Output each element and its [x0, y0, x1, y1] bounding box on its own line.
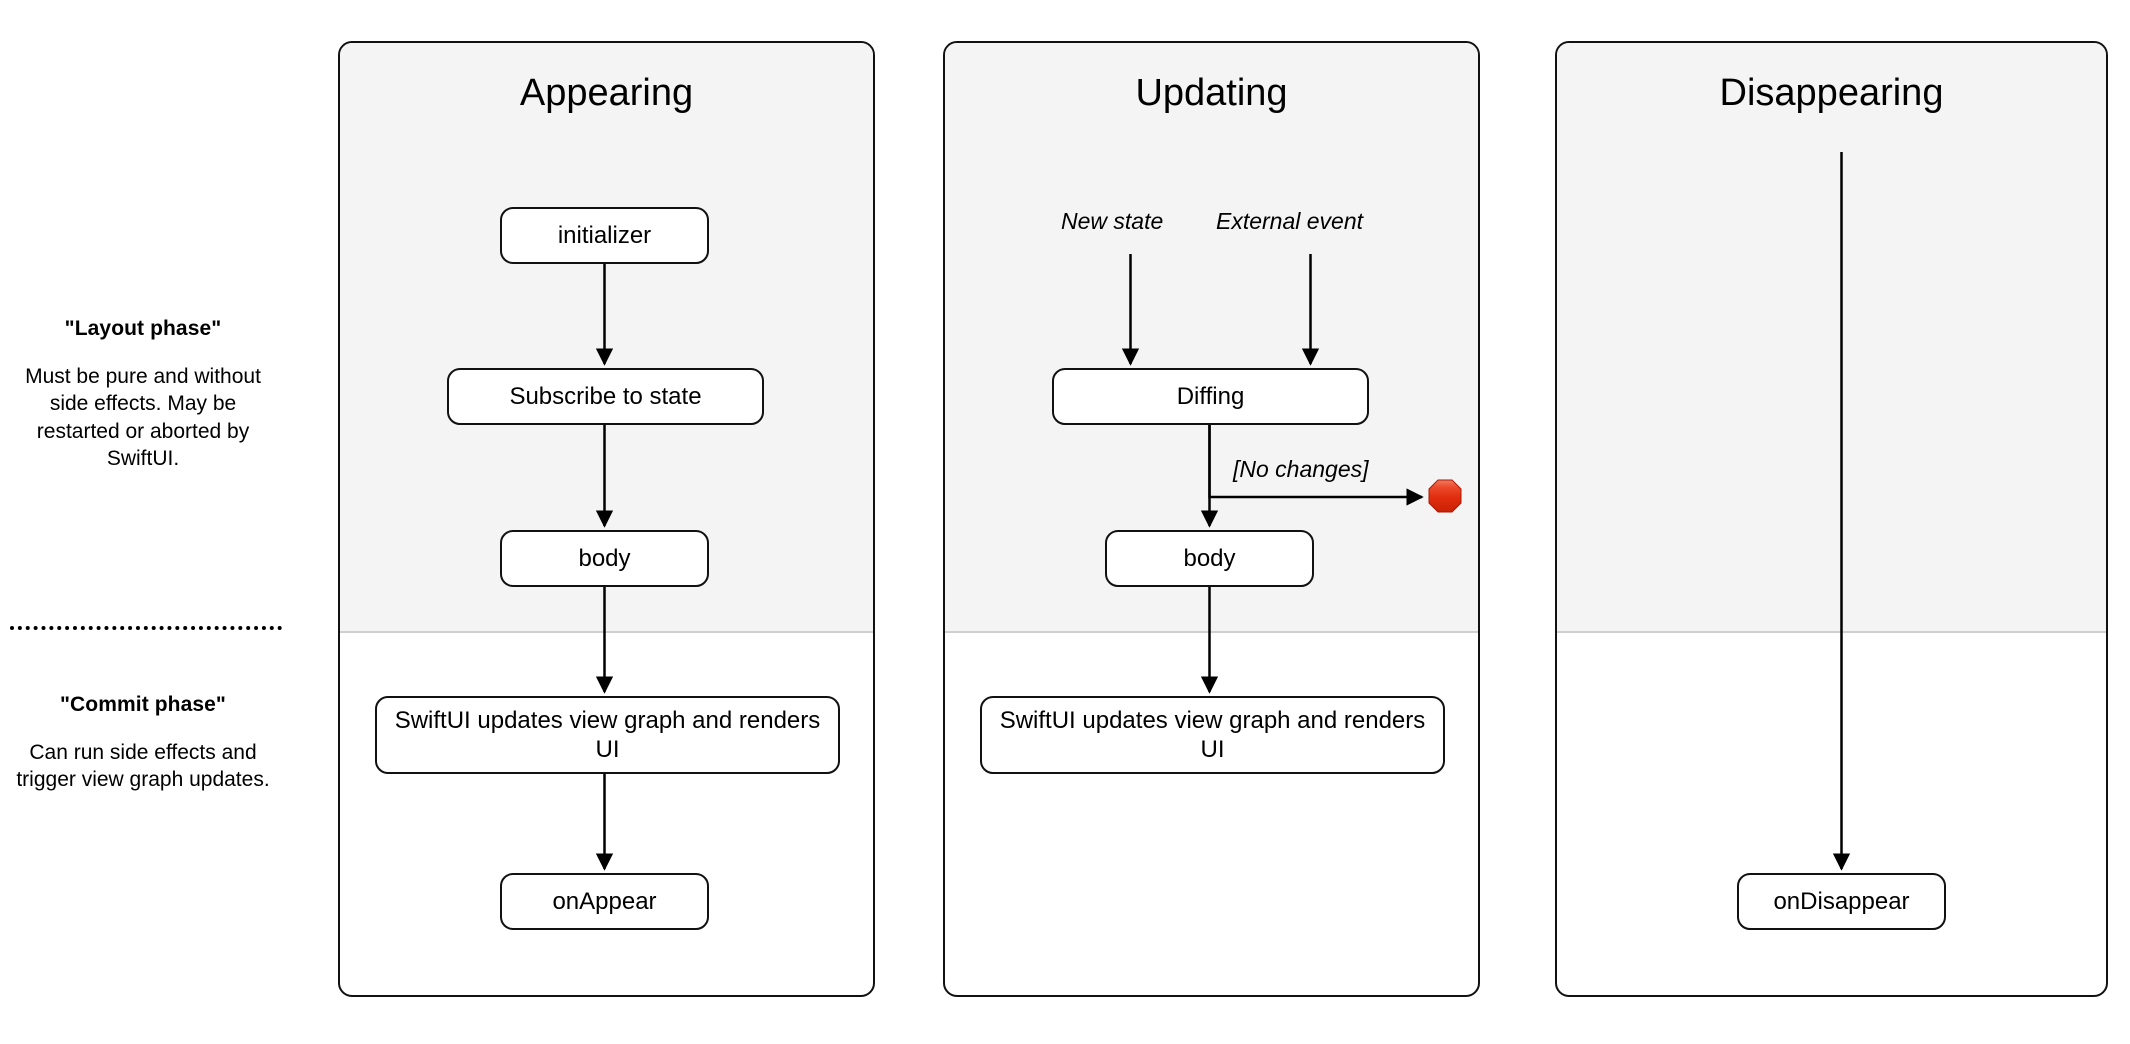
edge-label-no-changes: [No changes] — [1233, 456, 1369, 482]
legend-layout-phase-title: "Layout phase" — [64, 317, 222, 340]
column-updating: Updating — [943, 41, 1480, 997]
edge-label-external-event: External event — [1216, 208, 1364, 234]
column-updating-title: Updating — [1135, 72, 1288, 114]
node-diffing-label: Diffing — [1176, 382, 1245, 410]
node-swiftui-updates-appearing[interactable]: SwiftUI updates view graph and renders U… — [375, 696, 840, 774]
node-on-appear-label: onAppear — [552, 887, 657, 915]
node-body-appearing[interactable]: body — [500, 530, 709, 587]
column-appearing-title: Appearing — [519, 72, 694, 114]
node-subscribe-to-state-label: Subscribe to state — [509, 382, 702, 410]
node-initializer[interactable]: initializer — [500, 207, 709, 264]
column-disappearing: Disappearing — [1555, 41, 2108, 997]
node-on-disappear-label: onDisappear — [1773, 887, 1910, 915]
legend-layout-phase: "Layout phase" Must be pure and without … — [8, 316, 278, 472]
node-subscribe-to-state[interactable]: Subscribe to state — [447, 368, 764, 425]
node-diffing[interactable]: Diffing — [1052, 368, 1369, 425]
node-on-disappear[interactable]: onDisappear — [1737, 873, 1946, 930]
legend-commit-phase: "Commit phase" Can run side effects and … — [8, 692, 278, 794]
column-appearing: Appearing — [338, 41, 875, 997]
legend-commit-phase-body: Can run side effects and trigger view gr… — [16, 741, 270, 792]
column-disappearing-title: Disappearing — [1719, 72, 1944, 114]
node-body-updating-label: body — [1183, 544, 1236, 572]
node-initializer-label: initializer — [557, 221, 652, 249]
node-swiftui-updates-updating[interactable]: SwiftUI updates view graph and renders U… — [980, 696, 1445, 774]
legend-layout-phase-body: Must be pure and without side effects. M… — [25, 365, 261, 471]
edge-label-new-state: New state — [1061, 208, 1164, 234]
phase-divider-dotted-line — [10, 626, 282, 630]
node-swiftui-updates-updating-label: SwiftUI updates view graph and renders U… — [999, 706, 1426, 763]
node-body-updating[interactable]: body — [1105, 530, 1314, 587]
node-body-appearing-label: body — [578, 544, 631, 572]
legend-commit-phase-title: "Commit phase" — [59, 693, 226, 716]
node-on-appear[interactable]: onAppear — [500, 873, 709, 930]
column-disappearing-layout-phase-region — [1557, 43, 2106, 633]
stop-octagon-icon — [1428, 479, 1462, 513]
node-swiftui-updates-appearing-label: SwiftUI updates view graph and renders U… — [394, 706, 821, 763]
